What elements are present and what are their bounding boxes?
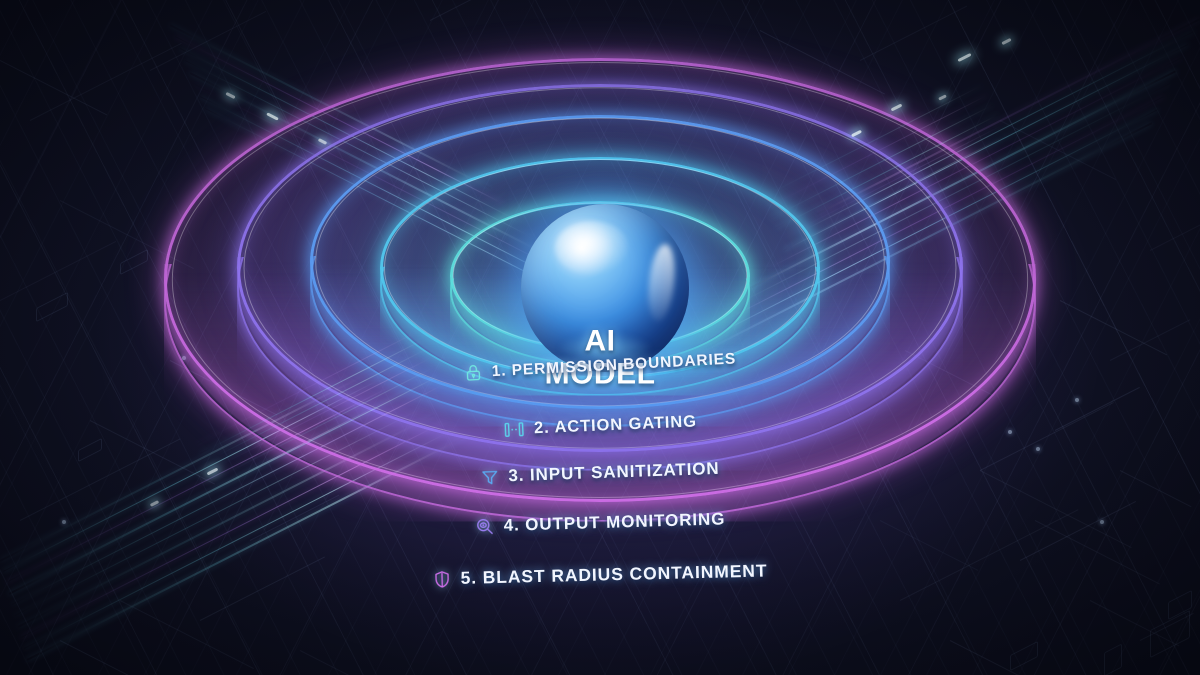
shield-icon (432, 569, 451, 589)
gate-icon (503, 420, 526, 440)
circuit-trace (1140, 613, 1194, 641)
circuit-trace (1090, 600, 1180, 646)
circuit-trace (1150, 200, 1200, 251)
circuit-trace (1035, 520, 1160, 584)
circuit-trace (1060, 300, 1167, 355)
circuit-node (62, 520, 66, 524)
circuit-trace (0, 60, 107, 115)
circuit-pad (120, 249, 148, 275)
ai-model-sphere (521, 204, 689, 372)
circuit-pad (78, 438, 102, 462)
circuit-pad (1168, 590, 1192, 620)
circuit-trace (1120, 470, 1192, 507)
circuit-pad (1104, 643, 1122, 675)
circuit-node (1075, 398, 1079, 402)
circuit-pad (36, 292, 68, 322)
circuit-node (1100, 520, 1104, 524)
lock-icon (463, 363, 483, 383)
sphere-highlight-rim (645, 243, 678, 322)
circuit-trace (1055, 387, 1140, 431)
eye-search-icon (474, 516, 495, 537)
sphere-highlight-primary (555, 221, 629, 275)
circuit-trace (1110, 319, 1191, 361)
circuit-pad (1150, 610, 1190, 658)
circuit-trace (0, 241, 116, 301)
funnel-icon (480, 467, 500, 487)
